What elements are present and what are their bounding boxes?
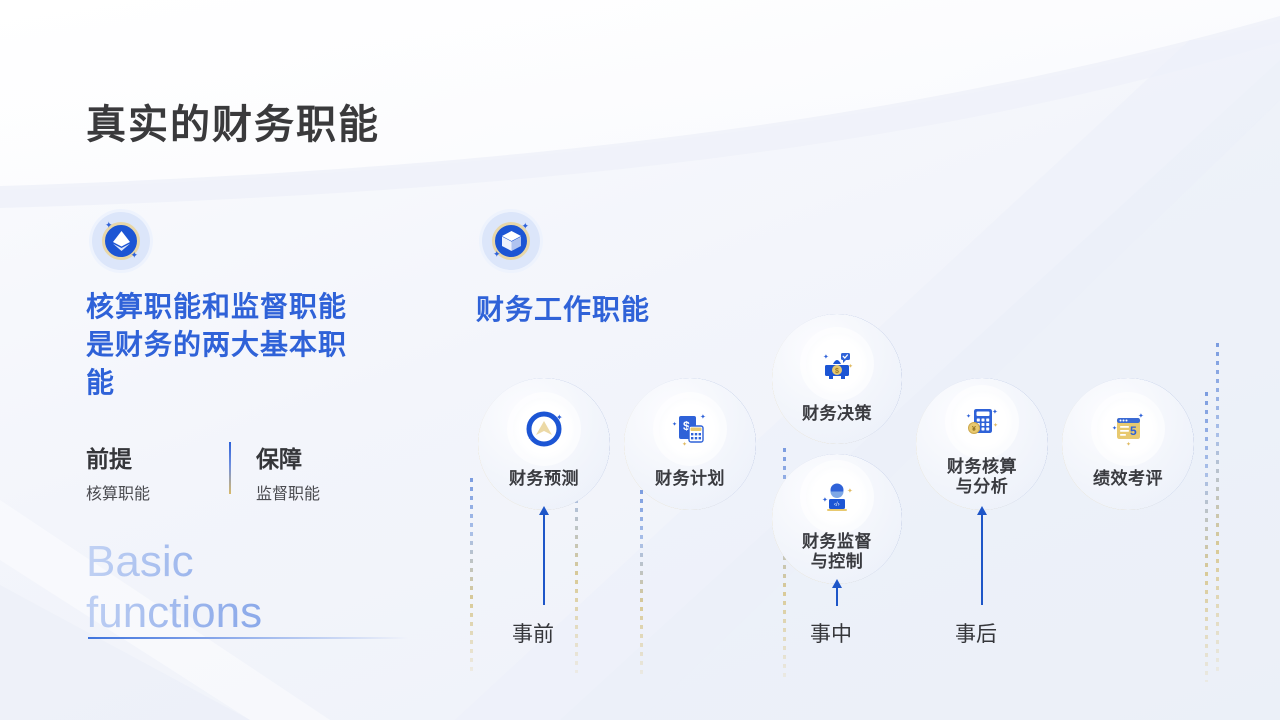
- node-label-line-1: 财务监督: [802, 531, 872, 551]
- diamond-gem-glyph: [112, 231, 130, 251]
- pair-divider: [229, 442, 231, 494]
- svg-text:✦: ✦: [528, 435, 534, 443]
- svg-text:✦: ✦: [822, 496, 828, 504]
- node-performance-review[interactable]: 5 ✦ ✦ ✦ 绩效考评: [1062, 378, 1194, 510]
- node-body: 5 ✦ ✦ ✦ 绩效考评: [1062, 378, 1194, 510]
- accounting-calculator-icon: ¥ ✦ ✦ ✦: [951, 390, 1013, 453]
- node-label: 财务核算 与分析: [947, 457, 1017, 497]
- svg-text:✦: ✦: [993, 422, 998, 429]
- node-body: $ ✦ ✦ 财务决策: [772, 314, 902, 444]
- pair-item-guarantee: 保障 监督职能: [256, 440, 376, 504]
- node-label: 财务计划: [655, 469, 725, 489]
- dotted-separator: [1205, 392, 1208, 682]
- svg-text:✦: ✦: [847, 487, 853, 495]
- cube-box-glyph: [501, 231, 521, 251]
- stage-label-before: 事前: [512, 623, 554, 646]
- node-financial-supervision[interactable]: ‹/› ✦ ✦ 财务监督 与控制: [772, 454, 902, 584]
- english-line-1: Basic: [86, 537, 194, 586]
- sparkle-icon: ✦: [130, 250, 138, 260]
- stage-label-during: 事中: [810, 623, 852, 646]
- dotted-separator: [470, 478, 473, 673]
- plan-calculator-icon: $ ✦ ✦ ✦: [659, 398, 721, 461]
- left-section-badge: ✦ ✦: [92, 212, 150, 270]
- svg-text:✦: ✦: [992, 408, 998, 416]
- svg-text:$: $: [683, 419, 690, 433]
- dotted-separator: [575, 418, 578, 673]
- arrow-to-forecast: [539, 506, 549, 605]
- svg-text:‹/›: ‹/›: [834, 502, 840, 508]
- node-label-line-2: 与分析: [955, 477, 1009, 496]
- svg-text:✦: ✦: [556, 413, 563, 422]
- cube-box-icon: [492, 222, 530, 260]
- node-financial-accounting[interactable]: ¥ ✦ ✦ ✦ 财务核算 与分析: [916, 378, 1048, 510]
- node-financial-forecast[interactable]: ✦ ✦ 财务预测: [478, 378, 610, 510]
- premise-guarantee-row: 前提 核算职能 保障 监督职能: [86, 440, 376, 504]
- node-label: 财务预测: [509, 469, 579, 489]
- sparkle-icon: ✦: [493, 249, 501, 259]
- svg-text:✦: ✦: [823, 353, 829, 361]
- node-body: ‹/› ✦ ✦ 财务监督 与控制: [772, 454, 902, 584]
- node-body: ¥ ✦ ✦ ✦ 财务核算 与分析: [916, 378, 1048, 510]
- page-title: 真实的财务职能: [86, 103, 380, 147]
- pair-subtitle: 监督职能: [256, 486, 321, 503]
- node-label: 绩效考评: [1093, 469, 1163, 489]
- node-body: ✦ ✦ 财务预测: [478, 378, 610, 510]
- svg-text:✦: ✦: [1126, 441, 1131, 448]
- svg-text:$: $: [835, 368, 839, 375]
- dotted-separator: [783, 448, 786, 678]
- supervision-person-glyph: ‹/› ✦ ✦: [822, 483, 853, 511]
- pair-title: 保障: [256, 446, 302, 472]
- performance-window-glyph: 5 ✦ ✦ ✦: [1112, 412, 1144, 448]
- right-section-badge: ✦ ✦: [482, 212, 540, 270]
- node-label-line-1: 财务核算: [947, 456, 1017, 476]
- supervision-person-icon: ‹/› ✦ ✦: [806, 465, 868, 528]
- arrow-to-supervision: [832, 579, 842, 606]
- performance-window-icon: 5 ✦ ✦ ✦: [1097, 398, 1159, 461]
- svg-text:✦: ✦: [672, 421, 677, 428]
- dotted-separator: [640, 490, 643, 675]
- svg-text:✦: ✦: [848, 363, 853, 370]
- svg-text:5: 5: [1130, 424, 1137, 438]
- arrow-to-accounting: [977, 506, 987, 605]
- svg-text:¥: ¥: [972, 426, 976, 433]
- english-decorative-text: Basic functions: [86, 536, 416, 638]
- sparkle-icon: ✦: [521, 221, 529, 231]
- svg-text:✦: ✦: [682, 441, 687, 448]
- english-line-2: functions: [86, 588, 263, 638]
- english-underline: [88, 637, 408, 639]
- pair-title: 前提: [86, 446, 132, 472]
- node-label: 财务监督 与控制: [802, 532, 872, 572]
- node-label-line-2: 与控制: [810, 552, 864, 571]
- right-section-heading: 财务工作职能: [476, 294, 651, 325]
- pair-subtitle: 核算职能: [86, 486, 151, 503]
- stage-label-after: 事后: [955, 623, 997, 646]
- forecast-chevron-glyph: ✦ ✦: [526, 411, 563, 447]
- node-body: $ ✦ ✦ ✦ 财务计划: [624, 378, 756, 510]
- plan-calculator-glyph: $ ✦ ✦ ✦: [672, 413, 706, 448]
- dotted-separator: [1216, 343, 1219, 673]
- forecast-chevron-icon: ✦ ✦: [513, 398, 575, 461]
- decision-money-icon: $ ✦ ✦: [806, 333, 868, 396]
- decision-money-glyph: $ ✦ ✦: [823, 353, 853, 380]
- pair-item-premise: 前提 核算职能: [86, 440, 206, 504]
- node-financial-plan[interactable]: $ ✦ ✦ ✦ 财务计划: [624, 378, 756, 510]
- svg-text:✦: ✦: [966, 413, 971, 420]
- svg-text:✦: ✦: [1112, 425, 1117, 432]
- left-section-heading: 核算职能和监督职能是财务的两大基本职能: [86, 291, 348, 399]
- svg-text:✦: ✦: [700, 413, 706, 421]
- node-label: 财务决策: [802, 404, 872, 424]
- accounting-calculator-glyph: ¥ ✦ ✦ ✦: [966, 408, 998, 434]
- node-financial-decision[interactable]: $ ✦ ✦ 财务决策: [772, 314, 902, 444]
- diamond-gem-icon: [102, 222, 140, 260]
- svg-text:✦: ✦: [1138, 412, 1144, 420]
- sparkle-icon: ✦: [105, 220, 113, 230]
